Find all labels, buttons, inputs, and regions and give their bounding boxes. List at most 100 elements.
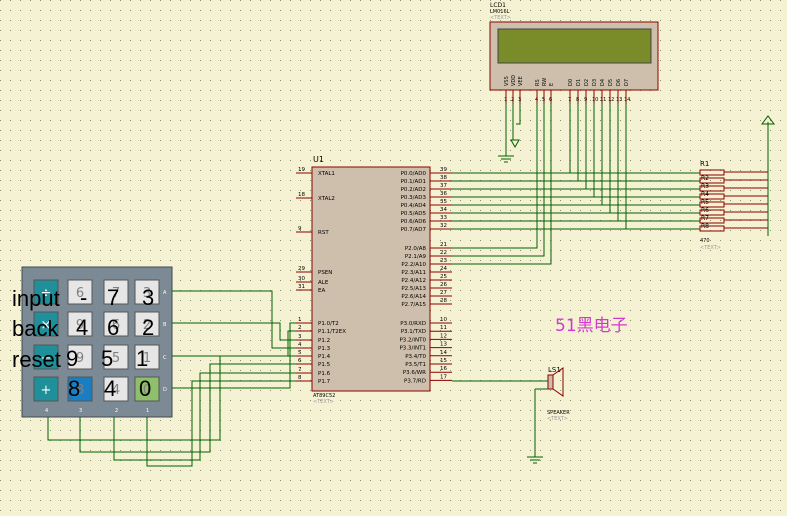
mcu-right-pin-number: 32 — [440, 223, 447, 229]
mcu-right-pin-label: P3.1/TXD — [401, 329, 426, 335]
mcu-right-pin-label: P0.0/AD0 — [401, 171, 427, 177]
mcu-right-pin-label: P2.3/A11 — [401, 270, 426, 276]
mcu-right-pin-number: 35 — [440, 199, 447, 205]
mcu-right-pin-number: 21 — [440, 242, 447, 248]
mcu-left-pin-label: P1.0/T2 — [318, 321, 339, 327]
mcu-right-pin-number: 15 — [440, 358, 447, 364]
lcd-model: LM016L — [490, 9, 510, 15]
resistor-label: R7 — [701, 215, 709, 222]
lcd-pin-number: 10 — [592, 97, 598, 103]
mcu-right-pin-label: P0.7/AD7 — [401, 227, 427, 233]
keypad-key — [67, 376, 93, 402]
mcu-right-pin-number: 28 — [440, 298, 447, 304]
mcu-left-pin-number: 8 — [298, 375, 302, 381]
wire — [79, 363, 296, 453]
mcu-right-pin-number: 13 — [440, 342, 447, 348]
brand-label: 51黑电子 — [555, 316, 628, 336]
mcu-right-pin-number: 23 — [440, 258, 447, 264]
mcu-u1[interactable]: U1 AT89C52 <TEXT> XTAL119XTAL218RST9PSEN… — [296, 155, 452, 405]
mcu-left-pin-label: P1.4 — [318, 354, 331, 360]
lcd-pin-label: D2 — [584, 79, 590, 86]
keypad-key-label: 9 — [76, 318, 84, 333]
overlay-r1c3: 3 — [142, 285, 155, 310]
mcu-right-pin-number: 12 — [440, 333, 447, 339]
mcu-right-pin-number: 39 — [440, 167, 447, 173]
lcd-pin-number: 11 — [600, 97, 606, 103]
mcu-left-pin-label: P1.7 — [318, 379, 331, 385]
overlay-r3c3: 1 — [136, 346, 149, 371]
mcu-right-pin-number: 27 — [440, 290, 447, 296]
lcd-pin-number: 1 — [504, 97, 507, 103]
overlay-r4c3: 0 — [139, 376, 152, 401]
lcd-module[interactable]: LCD1 LM016L <TEXT> VSS1VDD2VEE3RS4RW5E6D… — [489, 2, 659, 104]
mcu-left-pin-number: 30 — [298, 276, 305, 282]
keypad-key-label: 2 — [143, 318, 151, 333]
overlay-r4c1: 8 — [68, 376, 81, 401]
keypad-key — [103, 279, 129, 305]
power-terminal — [761, 115, 775, 125]
lcd-pin-label: RW — [542, 78, 548, 86]
lcd-pin-label: D5 — [608, 79, 614, 86]
overlay-r3c1: 9 — [66, 346, 79, 371]
keypad-row-label: D — [163, 387, 167, 393]
overlay-back: back — [12, 316, 59, 341]
keypad-key — [134, 311, 160, 337]
wire — [452, 104, 545, 257]
mcu-right-pin-label: P0.1/AD1 — [401, 179, 426, 185]
keypad-key-label: 7 — [112, 286, 120, 301]
mcu-right-pin-label: P2.2/A10 — [401, 262, 426, 268]
lcd-pin-number: 3 — [518, 97, 521, 103]
mcu-left-pin-label: ALE — [318, 280, 329, 286]
mcu-left-pin-number: 18 — [298, 192, 305, 198]
mcu-right-pin-label: P3.7/RD — [404, 378, 426, 384]
keypad-key-label: − — [41, 351, 52, 366]
overlay-r3c2: 5 — [101, 346, 114, 371]
speaker-model: SPEAKER — [547, 410, 570, 416]
wire — [516, 104, 521, 125]
lcd-pin-label: RS — [535, 79, 541, 86]
mcu-left-pin-label: EA — [318, 288, 325, 294]
mcu-right-pin-label: P0.2/AD2 — [401, 187, 426, 193]
keypad-key-label: + — [41, 383, 52, 398]
keypad-key-label: 6 — [112, 318, 120, 333]
rpack-value: 470 — [700, 238, 710, 244]
mcu-left-pin-number: 3 — [298, 334, 302, 340]
keypad-row-label: C — [163, 355, 167, 361]
keypad-col-label: 1 — [146, 408, 149, 414]
ground-symbols — [498, 139, 543, 464]
mcu-left-pin-label: P1.6 — [318, 371, 331, 377]
lcd-pin-label: D7 — [624, 79, 630, 86]
mcu-ref: U1 — [313, 155, 324, 164]
keypad-key-label: 1 — [143, 351, 151, 366]
mcu-right-pin-label: P3.5/T1 — [405, 362, 426, 368]
lcd-pin-label: VSS — [504, 76, 510, 86]
keypad-key — [103, 344, 129, 370]
keypad-row-label: B — [163, 322, 167, 328]
wire — [452, 104, 538, 249]
lcd-text: <TEXT> — [490, 15, 511, 21]
lcd-pin-label: D4 — [600, 79, 606, 86]
keypad-key — [103, 376, 129, 402]
mcu-model: AT89C52 — [313, 393, 335, 399]
mcu-left-pin-label: P1.1/T2EX — [318, 329, 346, 335]
mcu-left-pin-number: 19 — [298, 167, 305, 173]
mcu-left-pin-number: 7 — [298, 367, 302, 373]
keypad-key-label: 5 — [112, 351, 120, 366]
speaker-ls1[interactable]: LS1 SPEAKER <TEXT> — [547, 366, 570, 422]
keypad-key-label: 4 — [112, 383, 120, 398]
wire — [47, 355, 296, 441]
resistor-label: R2 — [701, 175, 709, 182]
mcu-right-pin-number: 24 — [440, 266, 447, 272]
mcu-right-pin-label: P2.5/A13 — [401, 286, 426, 292]
mcu-right-pin-number: 17 — [440, 374, 447, 380]
mcu-right-pin-label: P0.4/AD4 — [401, 203, 427, 209]
mcu-right-pin-number: 38 — [440, 175, 447, 181]
keypad-key — [134, 344, 160, 370]
lcd-pin-label: VEE — [518, 76, 524, 86]
lcd-pin-label: D0 — [568, 79, 574, 86]
lcd-pin-label: D1 — [576, 79, 582, 86]
mcu-right-pin-number: 36 — [440, 191, 447, 197]
lcd-ref: LCD1 — [490, 2, 506, 9]
